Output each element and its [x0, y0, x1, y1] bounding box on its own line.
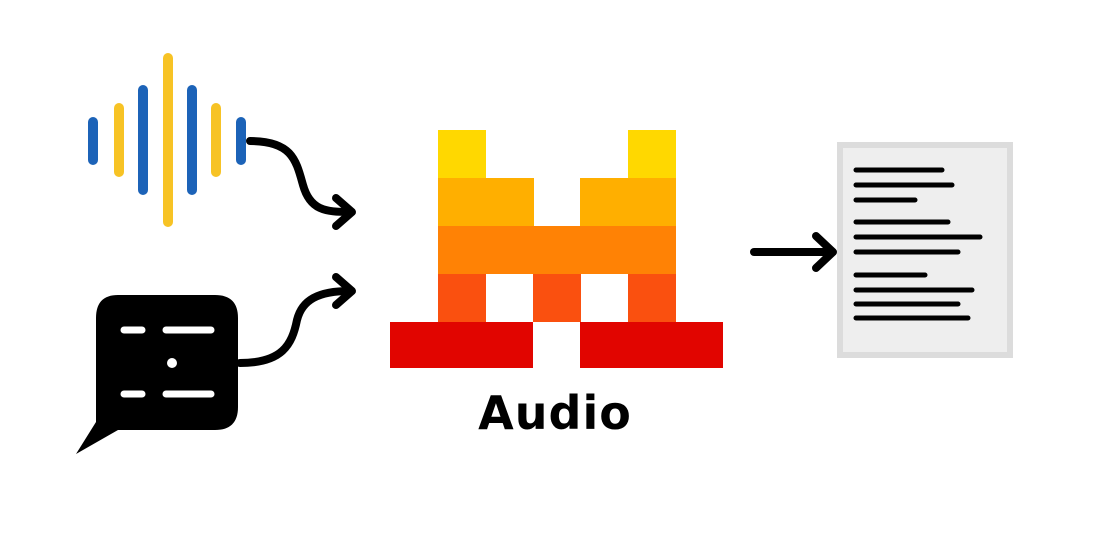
- audio-waveform-icon: [88, 53, 246, 227]
- arrow-icon: [236, 287, 354, 367]
- mistral-logo: [390, 130, 723, 368]
- chat-bubble-icon: [76, 295, 238, 454]
- chat-bubble-body: [76, 295, 238, 454]
- document-lines: [853, 167, 983, 321]
- logo-caption: Audio: [478, 386, 632, 440]
- arrowhead-icon: [332, 194, 356, 230]
- arrow-icon: [246, 137, 354, 216]
- arrowhead-icon: [332, 273, 356, 309]
- chat-bubble-lines: [120, 326, 215, 398]
- arrowhead-icon: [812, 232, 837, 272]
- text-document-icon: [837, 142, 1013, 358]
- chat-bubble-dot: [167, 358, 177, 368]
